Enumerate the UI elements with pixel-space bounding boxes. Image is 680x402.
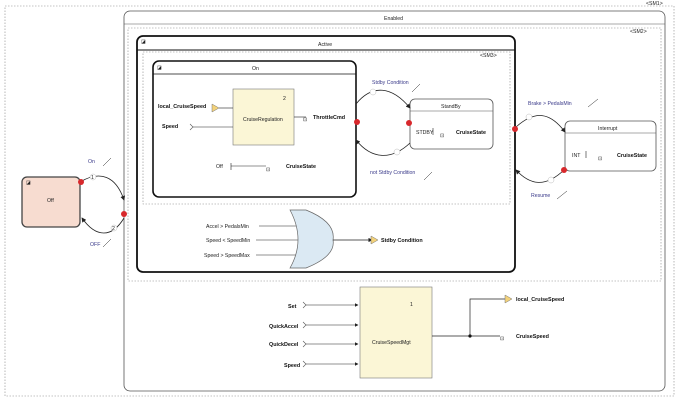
transition-off: OFF: [90, 242, 100, 248]
state-on-label: On: [252, 66, 259, 72]
mgt-output-port-icon: [504, 294, 513, 304]
interrupt-target: CruiseState: [617, 153, 647, 159]
state-enabled-label: Enabled: [384, 16, 403, 22]
transition-not-stdby-condition: not Stdby Condition: [370, 170, 415, 176]
state-active[interactable]: [136, 35, 516, 273]
port-on-right: [354, 119, 360, 125]
standby-target: CruiseState: [456, 130, 486, 136]
or-gate[interactable]: [289, 209, 334, 269]
mgt-input-quick-accel: QuickAccel: [269, 324, 299, 330]
standby-port-icon: ⊡: [440, 133, 444, 139]
output-port-icon: ⊡: [303, 117, 307, 123]
cruise-speed-mgt-number: 1: [410, 302, 413, 308]
transition-brake-pedal: Brake > PedalsMin: [528, 101, 572, 107]
cruise-regulation-block[interactable]: [232, 88, 295, 146]
state-interrupt-label: Interrupt: [598, 126, 618, 132]
standby-entry: STDBY: [416, 130, 434, 136]
mgt-input-set: Set: [288, 304, 297, 310]
port-enabled-left: [121, 211, 127, 217]
mgt-output-local-cruise-speed: local_CruiseSpeed: [516, 297, 564, 303]
transition-stdby-condition: Stdby Condition: [372, 80, 409, 86]
state-off-label: Off: [47, 198, 54, 204]
transition-num-1: 1: [91, 175, 94, 181]
port-interrupt-left: [561, 167, 567, 173]
off-target-cruise-state: CruiseState: [286, 164, 316, 170]
output-throttle-cmd: ThrottleCmd: [313, 115, 345, 121]
port-active-right: [512, 126, 518, 132]
mgt-input-speed: Speed: [284, 363, 300, 369]
transition-num-2: 2: [112, 226, 115, 232]
state-interrupt[interactable]: [564, 120, 657, 172]
sm3-label: <SM3>: [480, 53, 497, 59]
mgt-input-quick-decel: QuickDecel: [269, 342, 299, 348]
sm1-label: <SM1>: [646, 1, 663, 7]
sm1-frame: [4, 5, 675, 397]
active-icon: ◪: [141, 39, 146, 45]
port-off-right: [78, 179, 84, 185]
cruise-regulation-label: CruiseRegulation: [243, 117, 283, 123]
or-input-speed-max: Speed > SpeedMax: [204, 253, 250, 259]
state-on[interactable]: [152, 60, 357, 198]
sm2-label: <SM2>: [630, 29, 647, 35]
sm3-frame: [142, 51, 511, 205]
or-input-accel: Accel > PedalsMin: [206, 224, 249, 230]
or-input-speed-min: Speed < SpeedMin: [206, 238, 250, 244]
state-standby-label: StandBy: [441, 104, 461, 110]
mgt-output-port-icon-2: ⊡: [500, 336, 504, 342]
cruise-speed-mgt-label: CruiseSpeedMgt: [372, 340, 411, 346]
transition-on: On: [88, 159, 95, 165]
port-standby-left: [406, 120, 412, 126]
interrupt-entry: INT: [572, 153, 581, 159]
input-local-cruise-speed: local_CruiseSpeed: [158, 104, 206, 110]
cruise-speed-mgt-block[interactable]: [359, 286, 433, 379]
or-output-label: Stdby Condition: [381, 238, 423, 244]
interrupt-port-icon: ⊡: [598, 156, 602, 162]
off-port-icon: ⊡: [266, 167, 270, 173]
on-icon: ◪: [157, 65, 162, 71]
or-output-port-icon: [370, 235, 379, 245]
state-enabled[interactable]: [123, 10, 666, 392]
state-off[interactable]: [21, 176, 81, 228]
transition-resume: Resume: [531, 193, 550, 199]
cruise-regulation-number: 2: [283, 96, 286, 102]
off-entry-label: Off: [216, 164, 223, 170]
mgt-output-cruise-speed: CruiseSpeed: [516, 334, 549, 340]
off-icon: ◪: [26, 180, 31, 186]
state-active-label: Active: [318, 42, 332, 48]
input-speed: Speed: [162, 124, 178, 130]
input-port-icon: [211, 103, 220, 113]
